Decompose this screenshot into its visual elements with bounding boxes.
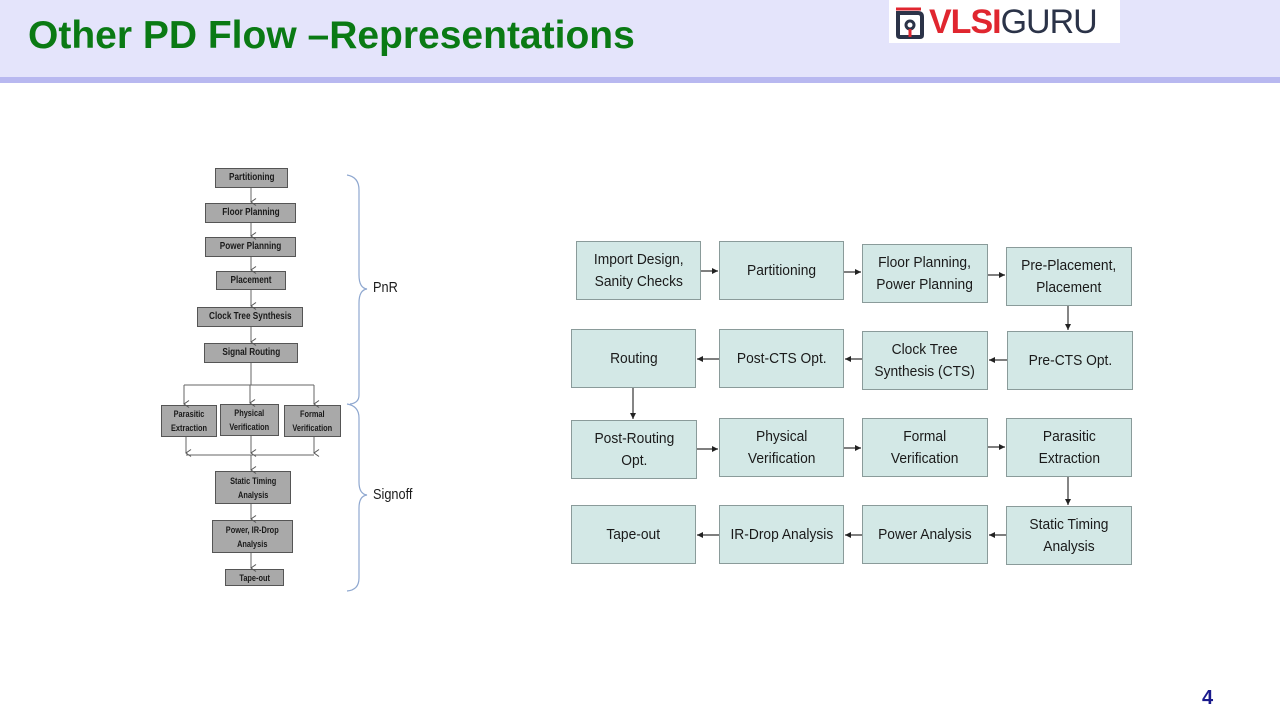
flow-step-label: Post-Routing Opt. bbox=[594, 429, 674, 469]
left-step-label: Parasitic Extraction bbox=[170, 409, 208, 433]
flow-step-label: Physical Verification bbox=[747, 427, 816, 467]
flow-step-post-cts-opt: Post-CTS Opt. bbox=[719, 329, 844, 388]
header-divider bbox=[0, 77, 1280, 83]
page-number: 4 bbox=[1202, 687, 1214, 709]
vlsiguru-logo: VLSIGURU bbox=[889, 0, 1120, 43]
vlsiguru-logo-icon bbox=[896, 7, 924, 39]
flow-step-physical-verification: Physical Verification bbox=[719, 418, 844, 477]
flow-step-formal-verification: Formal Verification bbox=[862, 418, 988, 477]
flow-step-label: Pre-CTS Opt. bbox=[1028, 351, 1112, 369]
flow-step-routing: Routing bbox=[571, 329, 696, 388]
flow-step-power-analysis: Power Analysis bbox=[862, 505, 988, 564]
flow-step-label: Clock Tree Synthesis (CTS) bbox=[874, 340, 976, 380]
flow-step-floor-power-planning: Floor Planning, Power Planning bbox=[862, 244, 988, 303]
flow-step-pre-cts-opt: Pre-CTS Opt. bbox=[1007, 331, 1133, 390]
left-step-label: Clock Tree Synthesis bbox=[208, 311, 292, 322]
flow-step-placement: Pre-Placement, Placement bbox=[1006, 247, 1132, 306]
flow-step-label: Import Design, Sanity Checks bbox=[593, 250, 684, 290]
flow-step-label: Partitioning bbox=[746, 261, 817, 279]
flow-step-post-routing-opt: Post-Routing Opt. bbox=[571, 420, 697, 479]
flow-step-label: Pre-Placement, Placement bbox=[1021, 256, 1117, 296]
group-label-signoff: Signoff bbox=[373, 486, 413, 503]
flow-step-label: Tape-out bbox=[606, 525, 661, 543]
left-step-clock-tree-synthesis: Clock Tree Synthesis bbox=[197, 307, 303, 327]
logo-text-guru: GURU bbox=[1000, 2, 1098, 41]
left-step-label: Placement bbox=[230, 274, 272, 286]
logo-text-vlsi: VLSI bbox=[929, 2, 1002, 41]
left-step-label: Formal Verification bbox=[292, 409, 333, 433]
flow-step-parasitic-extraction: Parasitic Extraction bbox=[1006, 418, 1132, 477]
flow-step-label: Routing bbox=[609, 349, 658, 367]
left-step-label: Partitioning bbox=[228, 172, 275, 183]
flow-step-ir-drop-analysis: IR-Drop Analysis bbox=[719, 505, 844, 564]
flow-step-label: Parasitic Extraction bbox=[1038, 427, 1100, 467]
pnr-brace bbox=[346, 174, 368, 405]
left-step-label: Floor Planning bbox=[221, 207, 280, 218]
flow-step-label: Static Timing Analysis bbox=[1029, 515, 1109, 555]
left-step-formal-verification: Formal Verification bbox=[284, 405, 341, 437]
flow-step-label: Post-CTS Opt. bbox=[736, 349, 827, 367]
left-step-static-timing-analysis: Static Timing Analysis bbox=[215, 471, 291, 504]
flow-step-partitioning: Partitioning bbox=[719, 241, 844, 300]
flow-step-label: Power Analysis bbox=[878, 525, 972, 543]
left-step-label: Power Planning bbox=[219, 241, 282, 252]
flow-step-import-design: Import Design, Sanity Checks bbox=[576, 241, 701, 300]
flow-step-clock-tree-synthesis: Clock Tree Synthesis (CTS) bbox=[862, 331, 988, 390]
flow-step-label: IR-Drop Analysis bbox=[730, 525, 833, 543]
signoff-brace bbox=[346, 403, 368, 592]
flow-step-label: Floor Planning, Power Planning bbox=[876, 253, 974, 293]
left-step-label: Physical Verification bbox=[229, 408, 270, 432]
flow-step-tape-out: Tape-out bbox=[571, 505, 696, 564]
left-step-partitioning: Partitioning bbox=[215, 168, 288, 188]
left-step-label: Static Timing Analysis bbox=[229, 475, 277, 500]
flow-step-label: Formal Verification bbox=[891, 427, 959, 467]
left-step-label: Tape-out bbox=[239, 572, 270, 583]
left-step-label: Power, IR-Drop Analysis bbox=[226, 524, 279, 549]
left-step-label: Signal Routing bbox=[222, 347, 280, 358]
flow-step-static-timing-analysis: Static Timing Analysis bbox=[1006, 506, 1132, 565]
left-step-parasitic-extraction: Parasitic Extraction bbox=[161, 405, 217, 437]
group-label-pnr: PnR bbox=[373, 279, 398, 296]
slide-title: Other PD Flow –Representations bbox=[28, 14, 635, 57]
